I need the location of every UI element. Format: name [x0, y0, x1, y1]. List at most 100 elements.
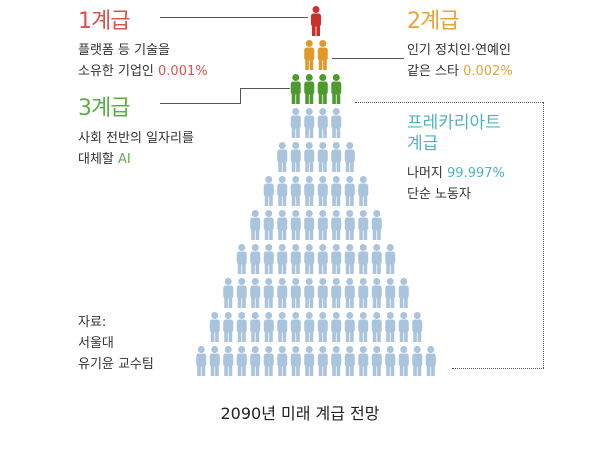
precariat-figure [290, 312, 301, 342]
figure-caption: 2090년 미래 계급 전망 [220, 404, 380, 423]
precariat-figure [236, 312, 247, 342]
precariat-figure [385, 312, 396, 342]
precariat-figure [331, 346, 342, 376]
tier2-title: 2계급 [407, 9, 459, 34]
precariat-figure [398, 312, 409, 342]
tier1-description: 플랫폼 등 기술을 소유한 기업인 0.001% [78, 40, 208, 82]
precariat-title: 프레카리아트 계급 [407, 113, 501, 155]
source-note: 자료: 서울대 유기윤 교수팀 [78, 312, 154, 375]
precariat-figure [331, 142, 342, 172]
precariat-figure [263, 278, 274, 308]
precariat-figure [304, 176, 315, 206]
precariat-figure [317, 244, 328, 274]
precariat-figure [250, 244, 261, 274]
tier3-description: 사회 전반의 일자리를 대체할 AI [78, 128, 194, 170]
tier2-description: 인기 정치인·연예인 같은 스타 0.002% [407, 40, 513, 82]
precariat-figure [304, 278, 315, 308]
precariat-figure [385, 278, 396, 308]
precariat-figure [277, 210, 288, 240]
precariat-figure [331, 312, 342, 342]
precariat-figure [331, 108, 342, 138]
tier3-title: 3계급 [78, 96, 130, 121]
precariat-figure [290, 176, 301, 206]
tier3-desc-line2: 대체할 AI [78, 149, 194, 170]
tier3-figure [331, 74, 342, 104]
tier2-desc-prefix: 같은 스타 [407, 64, 464, 79]
precariat-figure [277, 176, 288, 206]
tier3-connector-h [160, 103, 240, 104]
precariat-figure [317, 312, 328, 342]
tier3-figure [304, 74, 315, 104]
precariat-figure [317, 278, 328, 308]
tier1-desc-line1: 플랫폼 등 기술을 [78, 43, 170, 58]
tier3-connector-v [240, 88, 241, 104]
precariat-figure [331, 278, 342, 308]
precariat-figure [263, 312, 274, 342]
precariat-figure [344, 346, 355, 376]
precariat-figure [398, 278, 409, 308]
tier1-desc-line2: 소유한 기업인 0.001% [78, 61, 208, 82]
precariat-figure [250, 278, 261, 308]
precariat-figure [196, 346, 207, 376]
tier1-percent: 0.001% [158, 64, 208, 79]
precariat-figure [236, 244, 247, 274]
precariat-figure [290, 108, 301, 138]
precariat-figure [371, 210, 382, 240]
precariat-desc-line2: 단순 노동자 [407, 187, 471, 202]
precariat-figure [277, 278, 288, 308]
tier2-figure [317, 40, 328, 70]
precariat-figure [304, 142, 315, 172]
precariat-figure [344, 176, 355, 206]
precariat-figure [385, 346, 396, 376]
tier1-connector [160, 17, 308, 18]
tier1-desc-prefix: 소유한 기업인 [78, 64, 159, 79]
precariat-figure [304, 108, 315, 138]
precariat-figure [263, 244, 274, 274]
tier3-percent: AI [118, 152, 131, 167]
precariat-figure [290, 210, 301, 240]
precariat-figure [223, 312, 234, 342]
tier1-figure [311, 6, 321, 36]
precariat-figure [412, 346, 423, 376]
tier3-desc-line1: 사회 전반의 일자리를 [78, 131, 194, 146]
precariat-figure [277, 312, 288, 342]
precariat-figure [304, 312, 315, 342]
precariat-figure [398, 346, 409, 376]
source-team: 유기윤 교수팀 [78, 357, 154, 372]
precariat-figure [331, 210, 342, 240]
precariat-figure [371, 346, 382, 376]
precariat-figure [263, 210, 274, 240]
precariat-connector-bottom [452, 368, 544, 369]
tier2-desc-line2: 같은 스타 0.002% [407, 61, 513, 82]
precariat-figure [317, 142, 328, 172]
precariat-title-line2: 계급 [407, 134, 439, 154]
precariat-figure [304, 346, 315, 376]
precariat-figure [358, 210, 369, 240]
tier2-desc-line1: 인기 정치인·연예인 [407, 43, 511, 58]
tier3-figure [317, 74, 328, 104]
tier3-desc-prefix: 대체할 [78, 152, 119, 167]
precariat-figure [344, 142, 355, 172]
precariat-figure [290, 346, 301, 376]
precariat-figure [358, 346, 369, 376]
precariat-title-line1: 프레카리아트 [407, 113, 501, 133]
precariat-figure [304, 244, 315, 274]
precariat-figure [236, 346, 247, 376]
precariat-figure [344, 278, 355, 308]
precariat-figure [358, 278, 369, 308]
precariat-figure [371, 312, 382, 342]
tier3-connector-h2 [240, 88, 290, 89]
precariat-figure [344, 312, 355, 342]
precariat-figure [263, 176, 274, 206]
precariat-figure [277, 142, 288, 172]
precariat-figure [290, 142, 301, 172]
tier2-connector [332, 58, 404, 59]
precariat-figure [209, 346, 220, 376]
precariat-figure [263, 346, 274, 376]
precariat-desc-line1: 나머지 99.997% [407, 163, 505, 184]
source-institution: 서울대 [78, 336, 114, 351]
precariat-figure [277, 244, 288, 274]
precariat-figure [317, 108, 328, 138]
precariat-figure [317, 176, 328, 206]
